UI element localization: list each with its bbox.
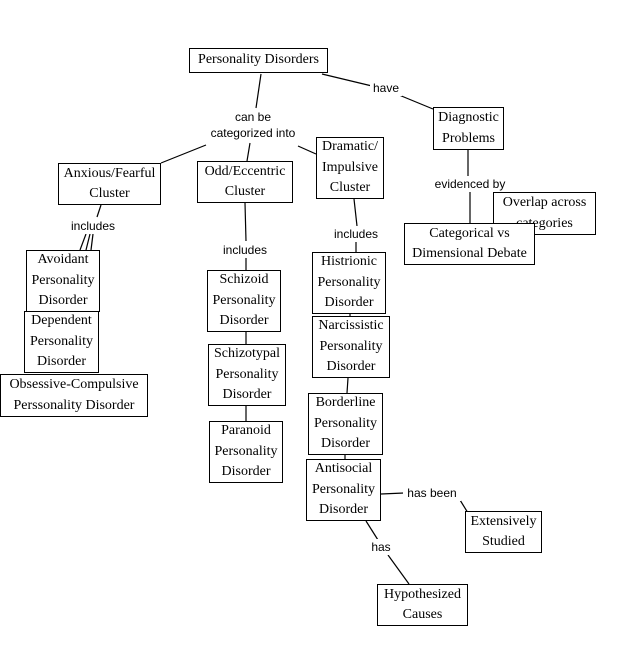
link-label-includes-anxious: includes	[66, 218, 120, 234]
link-label-has-been: has been	[403, 485, 461, 501]
link-odd-eccentric-to-includes	[244, 202, 247, 242]
node-borderline-personality-disorder: Borderline Personality Disorder	[308, 393, 383, 455]
node-schizoid-personality-disorder: Schizoid Personality Disorder	[207, 270, 281, 332]
link-personality-disorders-to-categorized	[255, 73, 262, 109]
link-label-have: have	[370, 80, 402, 96]
link-narcissistic-to-borderline	[346, 377, 349, 394]
node-diagnostic-problems: Diagnostic Problems	[433, 107, 504, 150]
node-antisocial-personality-disorder: Antisocial Personality Disorder	[306, 459, 381, 521]
link-personality-disorders-to-have	[321, 73, 373, 87]
link-categorized-to-dramatic-impulsive	[297, 145, 317, 155]
link-includes-to-avoidant-1	[79, 233, 87, 251]
node-obsessive-compulsive-personality-disorder: Obsessive-Compulsive Perssonality Disord…	[0, 374, 148, 417]
link-antisocial-to-has	[365, 520, 379, 541]
node-anxious-fearful-cluster: Anxious/Fearful Cluster	[58, 163, 161, 205]
link-includes-to-avoidant-3	[90, 233, 94, 251]
node-extensively-studied: Extensively Studied	[465, 511, 542, 553]
node-hypothesized-causes: Hypothesized Causes	[377, 584, 468, 626]
link-label-evidenced-by: evidenced by	[432, 176, 508, 192]
node-categorical-vs-dimensional-debate: Categorical vs Dimensional Debate	[404, 223, 535, 265]
link-label-has: has	[368, 539, 394, 555]
link-label-includes-dramatic: includes	[330, 226, 382, 242]
link-label-can-be-categorized-into: can be categorized into	[206, 109, 300, 141]
node-narcissistic-personality-disorder: Narcissistic Personality Disorder	[312, 316, 390, 378]
link-includes-to-avoidant-2	[85, 233, 91, 251]
node-schizotypal-personality-disorder: Schizotypal Personality Disorder	[208, 344, 286, 406]
connector-lines	[79, 73, 506, 585]
link-anxious-fearful-to-includes	[96, 204, 102, 218]
link-have-to-diagnostic-problems	[398, 94, 434, 110]
node-personality-disorders: Personality Disorders	[189, 48, 328, 73]
link-categorized-to-anxious-fearful	[160, 144, 207, 164]
link-label-includes-odd: includes	[219, 242, 271, 258]
link-antisocial-to-has-been	[380, 492, 405, 495]
node-odd-eccentric-cluster: Odd/Eccentric Cluster	[197, 161, 293, 203]
node-avoidant-personality-disorder: Avoidant Personality Disorder	[26, 250, 100, 312]
link-has-been-to-extensively-studied	[459, 499, 469, 514]
node-histrionic-personality-disorder: Histrionic Personality Disorder	[312, 252, 386, 314]
node-paranoid-personality-disorder: Paranoid Personality Disorder	[209, 421, 283, 483]
node-dramatic-impulsive-cluster: Dramatic/ Impulsive Cluster	[316, 137, 384, 199]
link-dramatic-impulsive-to-includes	[353, 198, 358, 227]
node-dependent-personality-disorder: Dependent Personality Disorder	[24, 311, 99, 373]
link-has-to-hypothesized-causes	[387, 554, 410, 585]
link-categorized-to-odd-eccentric	[246, 142, 251, 162]
